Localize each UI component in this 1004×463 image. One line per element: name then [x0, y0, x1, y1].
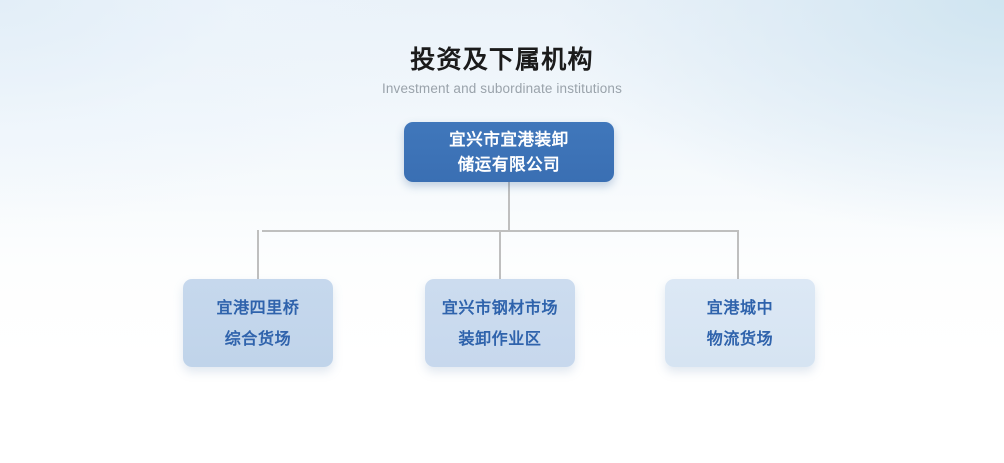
- org-node-child-1-line-2: 综合货场: [224, 329, 292, 348]
- page-heading: 投资及下属机构 Investment and subordinate insti…: [0, 44, 1004, 98]
- org-node-child-1[interactable]: 宜港四里桥 综合货场: [183, 279, 333, 367]
- org-node-child-3-line-1: 宜港城中: [706, 298, 774, 317]
- org-node-child-3[interactable]: 宜港城中 物流货场: [665, 279, 815, 367]
- org-node-root-line-2: 储运有限公司: [457, 155, 561, 174]
- org-node-child-1-line-1: 宜港四里桥: [216, 298, 300, 317]
- connector-drop-child-3: [737, 230, 739, 280]
- org-node-child-3-line-2: 物流货场: [706, 329, 774, 348]
- connector-drop-child-2: [499, 230, 501, 280]
- org-node-child-2[interactable]: 宜兴市钢材市场 装卸作业区: [425, 279, 575, 367]
- org-node-child-2-line-2: 装卸作业区: [458, 329, 542, 348]
- org-node-root[interactable]: 宜兴市宜港装卸 储运有限公司: [404, 122, 614, 182]
- connector-drop-child-1: [257, 230, 259, 280]
- org-node-root-line-1: 宜兴市宜港装卸: [449, 130, 569, 149]
- org-node-child-2-line-1: 宜兴市钢材市场: [441, 298, 559, 317]
- page-title: 投资及下属机构: [410, 45, 594, 74]
- page-subtitle: Investment and subordinate institutions: [382, 81, 622, 96]
- connector-root-stem: [508, 182, 510, 231]
